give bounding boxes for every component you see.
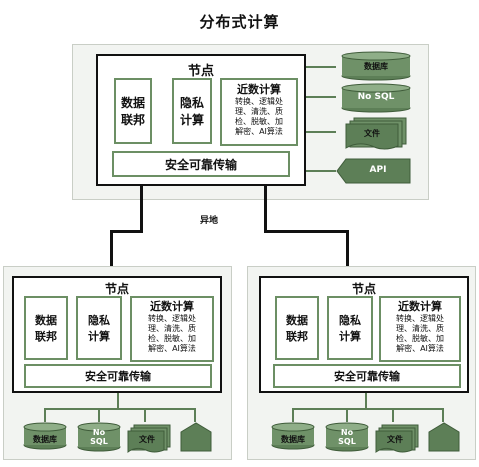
diagram-title: 分布式计算 bbox=[199, 13, 280, 31]
connector-line bbox=[306, 170, 336, 172]
data-federation-box: 数据 联邦 bbox=[114, 78, 152, 144]
wire-right-horizontal bbox=[264, 230, 348, 233]
node-title: 节点 bbox=[351, 282, 376, 296]
connector-line bbox=[292, 408, 444, 410]
file-stack-icon bbox=[375, 424, 419, 453]
connector-line bbox=[44, 408, 196, 410]
database-icon bbox=[23, 422, 67, 450]
connector-line bbox=[98, 408, 100, 422]
nosql-icon bbox=[77, 422, 121, 452]
secure-transfer-label: 安全可靠传输 bbox=[164, 157, 237, 172]
wire-right-drop bbox=[346, 230, 349, 278]
database-label: 数据库 bbox=[364, 62, 388, 71]
privacy-compute-box: 隐私 计算 bbox=[172, 78, 212, 144]
file-label: 文件 bbox=[139, 435, 155, 444]
data-federation-label: 数据 联邦 bbox=[120, 96, 145, 127]
api-icon bbox=[428, 422, 460, 452]
file-stack-icon bbox=[345, 117, 407, 150]
secure-transfer-label: 安全可靠传输 bbox=[85, 370, 151, 383]
near-compute-desc: 转换、逻辑处 理、清洗、质 检、脱敏、加 解密、AI算法 bbox=[396, 314, 444, 353]
top-node: 节点 数据 联邦 隐私 计算 近数计算 转换、逻辑处 理、清洗、质 检、脱敏、加… bbox=[96, 54, 306, 186]
nosql-icon bbox=[341, 83, 411, 113]
api-icon bbox=[180, 422, 212, 452]
connector-line bbox=[365, 393, 367, 409]
near-compute-title: 近数计算 bbox=[237, 83, 281, 96]
connector-line bbox=[194, 408, 196, 422]
privacy-compute-label: 隐私 计算 bbox=[339, 314, 361, 343]
wire-left-drop bbox=[110, 230, 113, 278]
node-title: 节点 bbox=[187, 64, 214, 79]
near-compute-box: 近数计算 转换、逻辑处 理、清洗、质 检、脱敏、加 解密、AI算法 bbox=[220, 78, 298, 146]
privacy-compute-label: 隐私 计算 bbox=[179, 96, 204, 127]
data-federation-label: 数据 联邦 bbox=[35, 314, 57, 343]
database-icon bbox=[271, 422, 315, 450]
near-compute-title: 近数计算 bbox=[150, 300, 194, 313]
near-compute-desc: 转换、逻辑处 理、清洗、质 检、脱敏、加 解密、AI算法 bbox=[235, 97, 283, 136]
connector-line bbox=[392, 408, 394, 422]
secure-transfer-label: 安全可靠传输 bbox=[334, 370, 400, 383]
nosql-icon bbox=[325, 422, 369, 452]
connector-line bbox=[346, 408, 348, 422]
privacy-compute-box: 隐私 计算 bbox=[76, 296, 122, 360]
privacy-compute-label: 隐私 计算 bbox=[88, 314, 110, 343]
file-label: 文件 bbox=[387, 435, 403, 444]
connector-line bbox=[306, 66, 336, 68]
node-title: 节点 bbox=[104, 282, 129, 296]
near-compute-box: 近数计算 转换、逻辑处 理、清洗、质 检、脱敏、加 解密、AI算法 bbox=[379, 296, 461, 362]
connector-line bbox=[306, 131, 336, 133]
connector-line bbox=[117, 393, 119, 409]
data-federation-box: 数据 联邦 bbox=[275, 296, 319, 360]
nosql-label: No SQL bbox=[357, 92, 395, 102]
nosql-label: No SQL bbox=[338, 428, 356, 446]
near-compute-title: 近数计算 bbox=[398, 300, 442, 313]
secure-transfer-box: 安全可靠传输 bbox=[273, 364, 461, 388]
database-icon bbox=[341, 51, 411, 81]
file-stack-icon bbox=[127, 424, 171, 453]
database-label: 数据库 bbox=[281, 435, 305, 444]
connector-line bbox=[292, 408, 294, 422]
database-label: 数据库 bbox=[33, 435, 57, 444]
bottom-left-node: 节点 数据 联邦 隐私 计算 近数计算 转换、逻辑处 理、清洗、质 检、脱敏、加… bbox=[12, 276, 222, 393]
api-label: API bbox=[369, 165, 387, 175]
connector-line bbox=[44, 408, 46, 422]
connector-line bbox=[144, 408, 146, 422]
file-label: 文件 bbox=[364, 129, 380, 138]
connector-line bbox=[306, 96, 336, 98]
privacy-compute-box: 隐私 计算 bbox=[327, 296, 373, 360]
remote-label: 异地 bbox=[199, 216, 218, 226]
wire-right-vertical bbox=[264, 186, 267, 232]
data-federation-box: 数据 联邦 bbox=[24, 296, 68, 360]
near-compute-box: 近数计算 转换、逻辑处 理、清洗、质 检、脱敏、加 解密、AI算法 bbox=[130, 296, 214, 362]
nosql-label: No SQL bbox=[90, 428, 108, 446]
secure-transfer-box: 安全可靠传输 bbox=[112, 151, 290, 177]
api-icon bbox=[336, 158, 411, 184]
wire-left-horizontal bbox=[110, 230, 143, 233]
near-compute-desc: 转换、逻辑处 理、清洗、质 检、脱敏、加 解密、AI算法 bbox=[148, 314, 196, 353]
connector-line bbox=[442, 408, 444, 422]
data-federation-label: 数据 联邦 bbox=[286, 314, 308, 343]
wire-left-vertical bbox=[140, 186, 143, 232]
secure-transfer-box: 安全可靠传输 bbox=[24, 364, 212, 388]
bottom-right-node: 节点 数据 联邦 隐私 计算 近数计算 转换、逻辑处 理、清洗、质 检、脱敏、加… bbox=[259, 276, 469, 393]
